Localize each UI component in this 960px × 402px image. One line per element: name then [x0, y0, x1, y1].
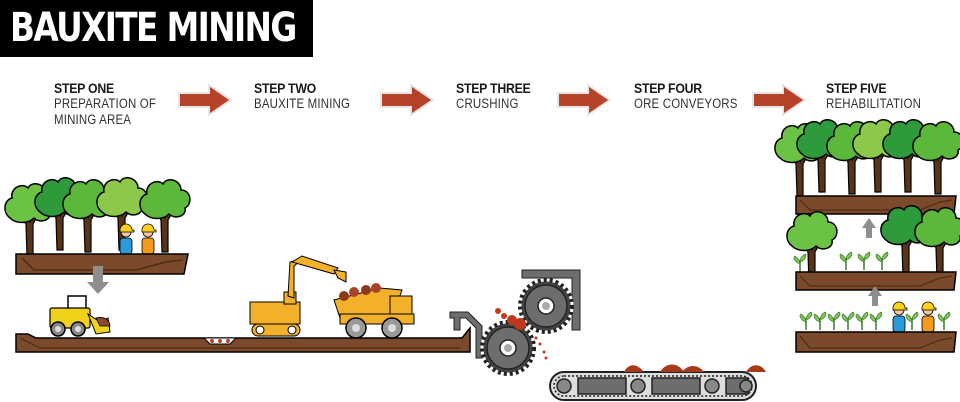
- rehab-planting: [795, 301, 957, 353]
- rehab-mature-forest: [774, 118, 960, 215]
- step-label: STEP TWO: [254, 80, 317, 96]
- excavator-icon: [249, 255, 347, 337]
- worker-icon: [921, 301, 937, 333]
- step-label: STEP FOUR: [634, 80, 702, 96]
- mining-ground: [15, 325, 471, 353]
- crusher-gear-icon: [518, 278, 574, 334]
- right-arrow-icon: [557, 84, 611, 116]
- right-arrow-icon: [178, 84, 232, 116]
- step-description: BAUXITE MINING: [254, 96, 351, 111]
- step-label: STEP FIVE: [826, 80, 887, 96]
- right-arrow-icon: [752, 84, 806, 116]
- step-three: STEP THREE CRUSHING: [456, 80, 541, 112]
- worker-icon: [141, 223, 157, 255]
- up-arrow-icon: [868, 286, 882, 306]
- crusher-icon: [449, 269, 581, 376]
- up-arrow-icon: [862, 218, 876, 238]
- bulldozer-icon: [49, 295, 111, 337]
- step-description: REHABILITATION: [826, 96, 922, 111]
- rehab-young-forest: [786, 204, 960, 291]
- worker-icon: [892, 301, 908, 333]
- title-text: BAUXITE MINING: [10, 5, 297, 51]
- step-label: STEP THREE: [456, 80, 531, 96]
- step-five: STEP FIVE REHABILITATION: [826, 80, 938, 112]
- page-title: BAUXITE MINING: [0, 0, 313, 57]
- down-arrow-icon: [87, 266, 109, 294]
- crusher-gear-icon: [480, 320, 536, 376]
- step-one: STEP ONE PREPARATION OF MINING AREA: [54, 80, 174, 128]
- step-four: STEP FOUR ORE CONVEYORS: [634, 80, 756, 112]
- right-arrow-icon: [380, 84, 434, 116]
- step-description: CRUSHING: [456, 96, 519, 111]
- step-label: STEP ONE: [54, 80, 114, 96]
- step-description: PREPARATION OF MINING AREA: [54, 96, 157, 127]
- forest-trees: [4, 176, 191, 257]
- step-description: ORE CONVEYORS: [634, 96, 738, 111]
- conveyor-icon: [549, 364, 766, 401]
- dump-truck-icon: [333, 283, 415, 339]
- worker-icon: [119, 223, 135, 255]
- step-two: STEP TWO BAUXITE MINING: [254, 80, 367, 112]
